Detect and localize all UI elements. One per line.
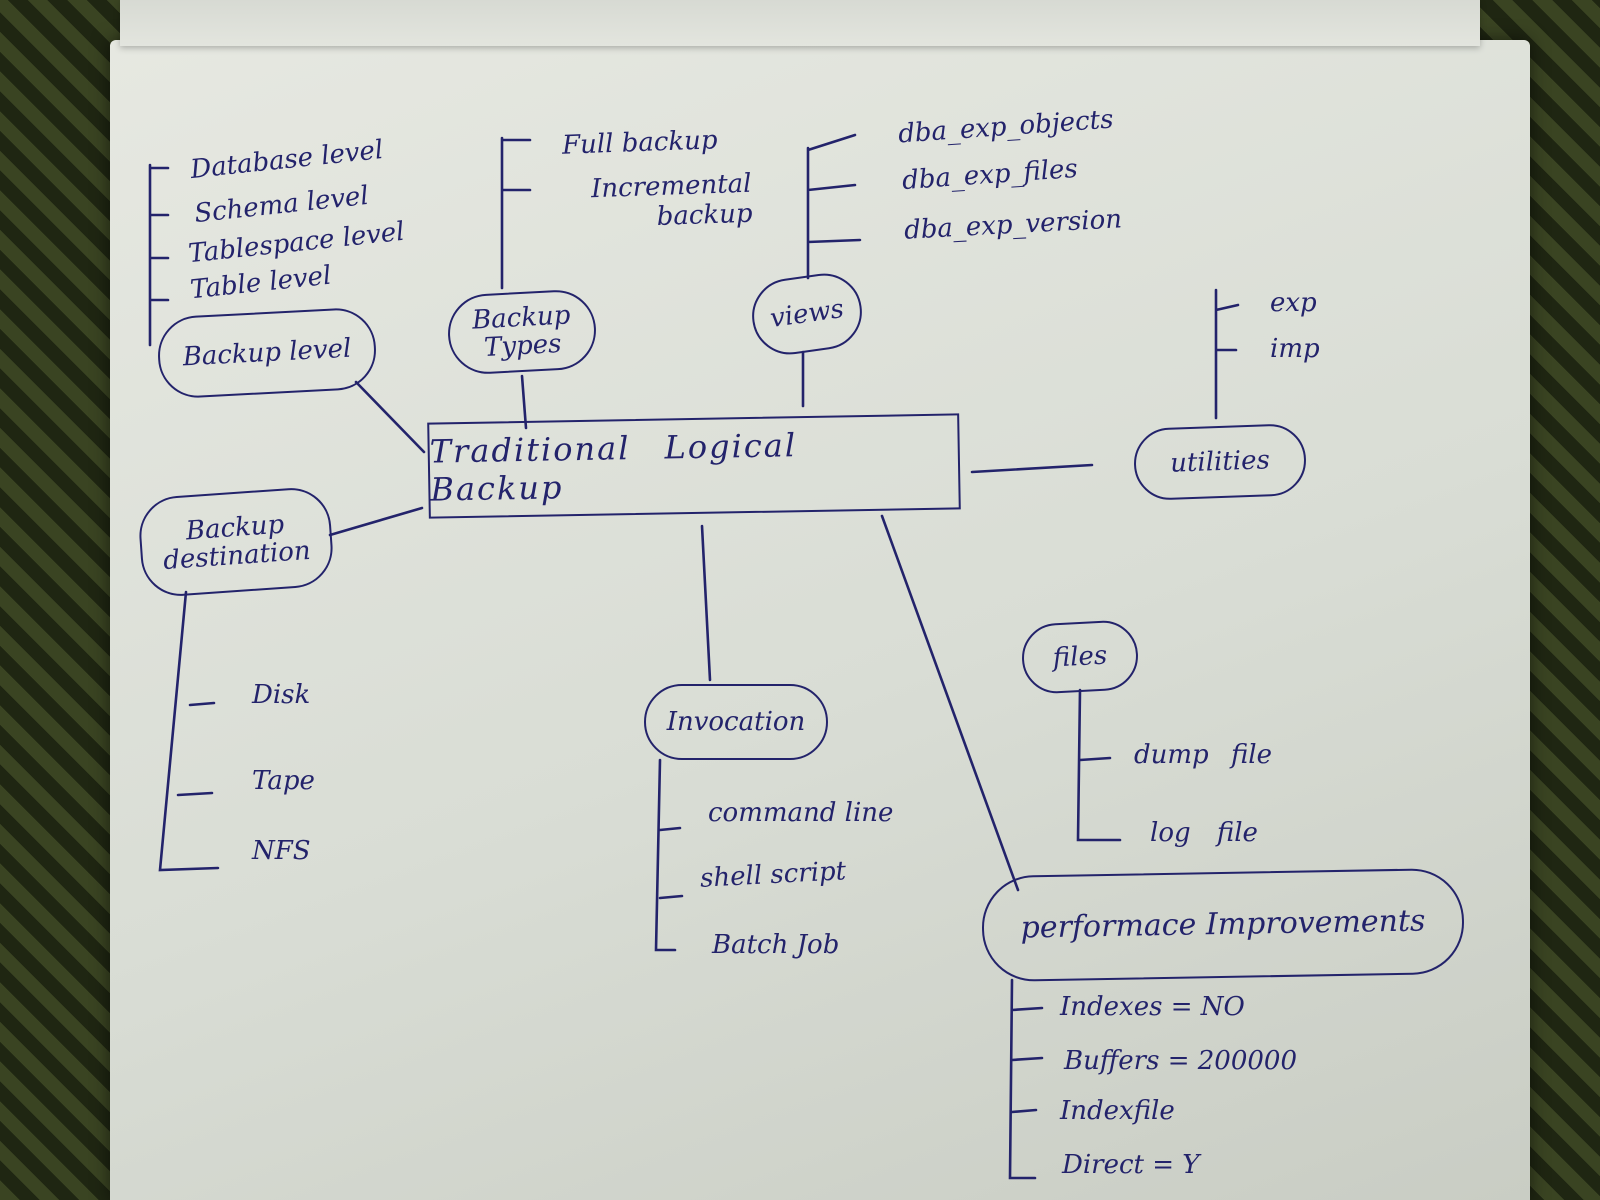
utilities-link: [970, 463, 1094, 474]
backup-types-node: Backup Types: [446, 288, 598, 376]
performance-item-indexes: Indexes = NO: [1060, 992, 1245, 1022]
performance-item-buffers: Buffers = 200000: [1064, 1046, 1297, 1076]
backup-destination-link: [328, 506, 424, 537]
backup-types-bracket: [500, 136, 532, 290]
backup-destination-node: Backup destination: [136, 485, 336, 599]
invocation-item-batch-job: Batch Job: [712, 930, 840, 960]
backup-level-link: [354, 380, 426, 454]
backup-level-bracket: [148, 163, 170, 347]
central-node: Traditional Logical Backup: [427, 413, 961, 519]
backup-types-link: [520, 374, 528, 430]
backup-level-node: Backup level: [156, 306, 378, 400]
invocation-item-command-line: command line: [708, 798, 894, 828]
facing-page-edge: [120, 0, 1480, 46]
utilities-node: utilities: [1132, 423, 1308, 501]
notebook-page: [110, 40, 1530, 1200]
utilities-bracket: [1214, 288, 1240, 420]
performance-node: performace Improvements: [981, 867, 1465, 983]
utilities-item-exp: exp: [1270, 288, 1317, 318]
views-bracket: [806, 133, 862, 280]
performance-item-indexfile: Indexfile: [1060, 1096, 1175, 1126]
backup-destination-bracket: [158, 590, 220, 872]
backup-destination-item-tape: Tape: [252, 766, 315, 796]
invocation-node: Invocation: [644, 684, 828, 760]
files-node: files: [1020, 619, 1140, 695]
invocation-bracket: [654, 758, 684, 952]
backup-destination-item-nfs: NFS: [252, 836, 311, 866]
invocation-link: [700, 524, 712, 682]
performance-bracket: [1008, 978, 1044, 1180]
backup-destination-item-disk: Disk: [252, 680, 311, 710]
utilities-item-imp: imp: [1270, 334, 1320, 364]
performance-link: [880, 514, 1020, 892]
performance-item-direct: Direct = Y: [1062, 1150, 1200, 1180]
backup-types-item-incremental: Incremental backup: [590, 168, 753, 233]
backup-types-item-full: Full backup: [561, 125, 719, 161]
files-item-log: log file: [1150, 818, 1258, 848]
files-bracket: [1076, 688, 1122, 842]
files-item-dump: dump file: [1134, 740, 1272, 770]
